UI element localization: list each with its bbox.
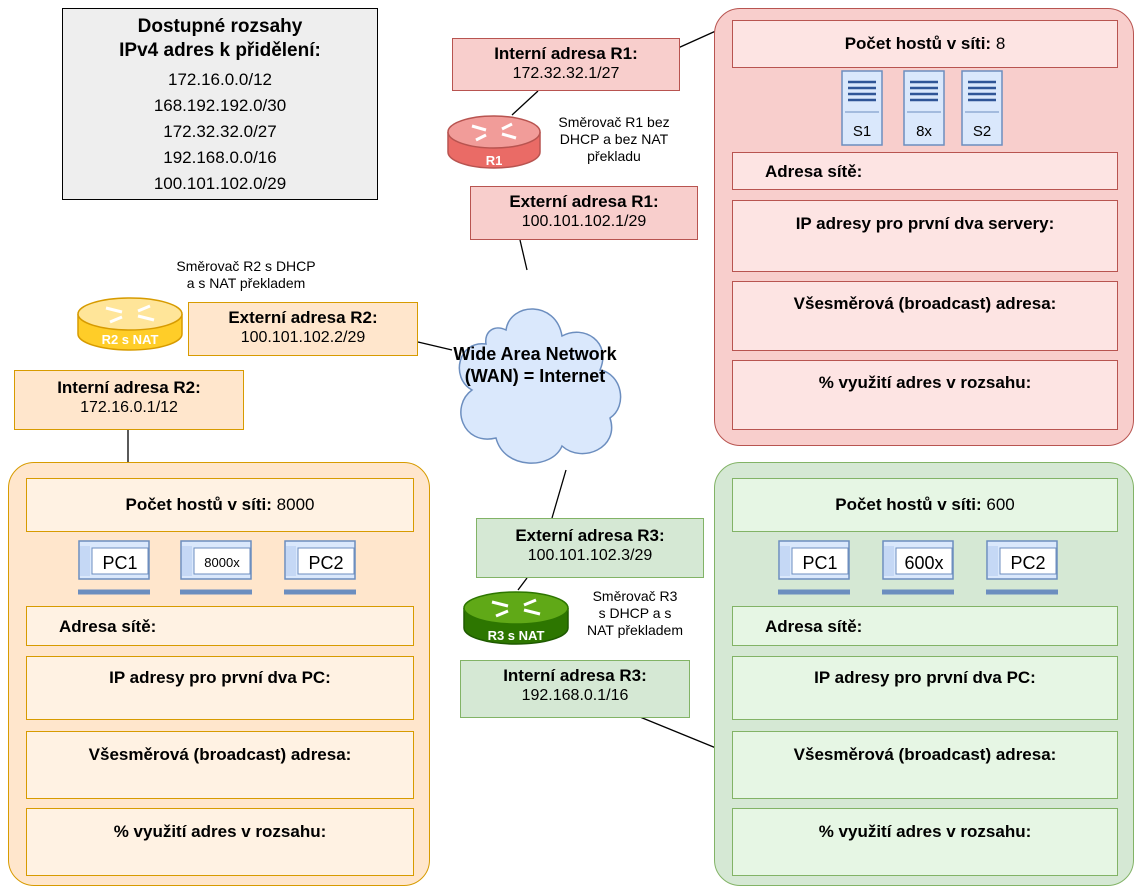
r3-external-address-box: Externí adresa R3: 100.101.102.3/29: [476, 518, 704, 578]
pc-label: PC1: [102, 553, 137, 573]
r3-internal-address-box: Interní adresa R3: 192.168.0.1/16: [460, 660, 690, 718]
range-item: 172.32.32.0/27: [163, 122, 277, 141]
r2-external-value: 100.101.102.2/29: [240, 329, 366, 346]
r3-net-usage-row: % využití adres v rozsahu:: [732, 808, 1118, 876]
pc-label: PC2: [1010, 553, 1045, 573]
r2-description: Směrovač R2 s DHCP a s NAT překladem: [176, 258, 316, 291]
r2-net-usage-row: % využití adres v rozsahu:: [26, 808, 414, 876]
r1-internal-value: 172.32.32.1/27: [512, 65, 620, 82]
pc-label: 8000x: [204, 555, 240, 570]
r3-external-title: Externí adresa R3:: [515, 526, 665, 545]
r1-router-label: R1: [486, 153, 503, 168]
r3-router-icon: R3 s NAT: [463, 591, 569, 645]
line-r2-external-to-wan: [417, 341, 453, 351]
server-icon-s1: S1: [841, 70, 883, 146]
r1-description: Směrovač R1 bez DHCP a bez NAT překladu: [558, 114, 670, 164]
pc-label: PC2: [308, 553, 343, 573]
line-r3-internal-to-net: [639, 716, 717, 749]
r3-internal-value: 192.168.0.1/16: [521, 687, 629, 704]
server-icon-s2: S2: [961, 70, 1003, 146]
r3-net-first-two-row: IP adresy pro první dva PC:: [732, 656, 1118, 720]
wan-cloud-icon: [458, 308, 622, 464]
r2-router-label: R2 s NAT: [102, 332, 159, 347]
r1-router-icon: R1: [447, 115, 541, 169]
hosts-value: 8: [995, 34, 1006, 53]
server-label: S1: [853, 123, 871, 140]
available-ranges-box: Dostupné rozsahy IPv4 adres k přidělení:…: [62, 8, 378, 200]
pc-icon-pc1: PC1: [778, 540, 850, 595]
r2-net-hosts-row: Počet hostů v síti: 8000: [26, 478, 414, 532]
r2-internal-address-box: Interní adresa R2: 172.16.0.1/12: [14, 370, 244, 430]
r2-net-address-row: Adresa sítě:: [26, 606, 414, 646]
server-icon-group: 8x: [903, 70, 945, 146]
r1-external-title: Externí adresa R1:: [509, 192, 659, 211]
server-label: 8x: [916, 123, 932, 140]
server-label: S2: [973, 123, 991, 140]
r1-internal-title: Interní adresa R1:: [494, 44, 638, 63]
pc-icon-pc2: PC2: [284, 540, 356, 595]
wan-label: Wide Area Network (WAN) = Internet: [453, 344, 617, 386]
server-net-broadcast-row: Všesměrová (broadcast) adresa:: [732, 281, 1118, 351]
server-net-hosts-row: Počet hostů v síti: 8: [732, 20, 1118, 68]
r2-internal-title: Interní adresa R2:: [57, 378, 201, 397]
line-wan-to-r3-external: [551, 469, 567, 519]
ranges-title-line2: IPv4 adres k přidělení:: [119, 40, 321, 61]
server-net-usage-row: % využití adres v rozsahu:: [732, 360, 1118, 430]
r3-net-address-row: Adresa sítě:: [732, 606, 1118, 646]
server-net-first-two-row: IP adresy pro první dva servery:: [732, 200, 1118, 272]
r1-external-value: 100.101.102.1/29: [521, 213, 647, 230]
r1-internal-address-box: Interní adresa R1: 172.32.32.1/27: [452, 38, 680, 91]
line-r1-internal-to-router: [511, 90, 539, 116]
line-r3-external-to-router: [517, 577, 528, 591]
pc-icon-group: 8000x: [180, 540, 252, 595]
pc-icon-group: 600x: [882, 540, 954, 595]
server-net-address-row: Adresa sítě:: [732, 152, 1118, 190]
r2-internal-value: 172.16.0.1/12: [80, 399, 178, 416]
r1-external-address-box: Externí adresa R1: 100.101.102.1/29: [470, 186, 698, 240]
r2-net-first-two-row: IP adresy pro první dva PC:: [26, 656, 414, 720]
r3-net-broadcast-row: Všesměrová (broadcast) adresa:: [732, 731, 1118, 799]
hosts-label: Počet hostů v síti:: [844, 34, 992, 53]
line-r1-internal-to-server-net: [677, 29, 719, 49]
pc-icon-pc1: PC1: [78, 540, 150, 595]
line-r1-external-to-wan: [519, 239, 528, 271]
range-item: 168.192.192.0/30: [153, 96, 287, 115]
r3-internal-title: Interní adresa R3:: [503, 666, 647, 685]
r2-external-address-box: Externí adresa R2: 100.101.102.2/29: [188, 302, 418, 356]
ranges-title-line1: Dostupné rozsahy: [137, 16, 303, 37]
range-item: 172.16.0.0/12: [168, 70, 272, 89]
pc-label: PC1: [802, 553, 837, 573]
r3-description: Směrovač R3 s DHCP a s NAT překladem: [587, 588, 683, 638]
r2-external-title: Externí adresa R2:: [228, 308, 378, 327]
range-item: 192.168.0.0/16: [163, 148, 277, 167]
r2-router-icon: R2 s NAT: [77, 297, 183, 351]
pc-icon-pc2: PC2: [986, 540, 1058, 595]
r3-net-hosts-row: Počet hostů v síti: 600: [732, 478, 1118, 532]
pc-label: 600x: [904, 553, 943, 573]
r2-net-broadcast-row: Všesměrová (broadcast) adresa:: [26, 731, 414, 799]
range-item: 100.101.102.0/29: [153, 174, 287, 193]
r3-router-label: R3 s NAT: [488, 628, 545, 643]
r3-external-value: 100.101.102.3/29: [527, 547, 653, 564]
